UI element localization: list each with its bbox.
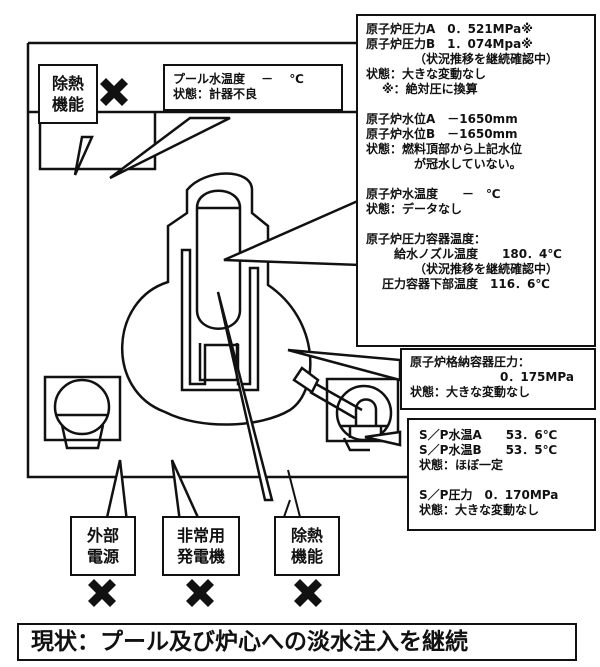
label-line1: 除熱: [51, 74, 84, 93]
label-line2: 発電機: [176, 547, 225, 566]
suppression-pool-left-housing: [43, 375, 122, 442]
label-line1: 非常用: [176, 526, 225, 545]
containment-pressure-box: 原子炉格納容器圧力： 0．175MPa 状態：大きな変動なし: [400, 348, 596, 410]
containment-pressure-label: 原子炉格納容器圧力：: [410, 355, 531, 369]
current-status-text: 現状：プール及び炉心への淡水注入を継続: [31, 629, 468, 655]
sp-pressure: S／P圧力 0．170MPa: [419, 488, 559, 502]
rpv-temp-heading: 原子炉圧力容器温度：: [366, 232, 487, 246]
failure-x-icon: [294, 579, 322, 607]
label-line2: 電源: [86, 547, 119, 566]
water-level-a: 原子炉水位A －1650mm: [366, 112, 518, 126]
pressure-monitoring-note: （状況推移を継続確認中）: [414, 52, 559, 66]
emergency-generator-label: 非常用 発電機: [162, 516, 240, 576]
vent-pipe: [292, 366, 320, 394]
label-line1: 除熱: [290, 526, 323, 545]
failure-x-icon: [88, 579, 116, 607]
building-outline: [26, 41, 407, 479]
reactor-water-temp-status: 状態：データなし: [366, 202, 463, 216]
rpv-bottom-temp: 圧力容器下部温度 116．6℃: [382, 277, 550, 291]
suppression-pool-box: S／P水温A 53．6℃ S／P水温B 53．5℃ 状態：ほぼ一定 S／P圧力 …: [407, 418, 596, 531]
water-level-b: 原子炉水位B －1650mm: [366, 127, 518, 141]
pedestal: [180, 248, 260, 392]
rpv-temp-monitoring-note: （状況推移を継続確認中）: [414, 262, 559, 276]
pool-temperature-box: プール水温度 － ℃ 状態：計器不良: [163, 64, 343, 111]
sp-pressure-status: 状態：大きな変動なし: [419, 503, 540, 517]
spent-fuel-pool: [38, 112, 157, 171]
sp-water-temp-a: S／P水温A 53．6℃: [419, 428, 558, 442]
label-line2: 機能: [51, 95, 84, 114]
reactor-status-box: 原子炉圧力A 0．521MPa※ 原子炉圧力B 1．074Mpa※ （状況推移を…: [356, 14, 596, 347]
feedwater-nozzle-temp: 給水ノズル温度 180．4℃: [394, 247, 562, 261]
reactor-pressure-a: 原子炉圧力A 0．521MPa※: [366, 22, 533, 36]
water-level-status-cont: が冠水していない。: [414, 157, 522, 171]
pressure-status: 状態：大きな変動なし: [366, 67, 487, 81]
water-level-status: 状態：燃料頂部から上記水位: [366, 142, 523, 156]
sp-temp-status: 状態：ほぼ一定: [419, 458, 504, 472]
failure-x-icon: [186, 579, 214, 607]
drywell-outline: [120, 172, 312, 426]
absolute-pressure-note: ※：絶対圧に換算: [382, 82, 478, 96]
pool-water-temp: プール水温度 － ℃: [173, 72, 304, 86]
containment-status: 状態：大きな変動なし: [410, 385, 531, 399]
sp-water-temp-b: S／P水温B 53．5℃: [419, 443, 558, 457]
pool-heat-removal-label: 除熱 機能: [38, 64, 98, 124]
offsite-power-label: 外部 電源: [70, 516, 136, 576]
pressure-vessel: [195, 189, 242, 330]
label-line1: 外部: [86, 526, 119, 545]
containment-pressure-value: 0．175MPa: [500, 370, 574, 384]
label-line2: 機能: [290, 547, 323, 566]
heat-removal-label: 除熱 機能: [274, 516, 340, 576]
pool-status: 状態：計器不良: [173, 87, 258, 101]
failure-x-icon: [100, 78, 128, 106]
current-status-bar: 現状：プール及び炉心への淡水注入を継続: [17, 623, 577, 661]
reactor-water-temp: 原子炉水温度 － ℃: [366, 187, 501, 201]
reactor-pressure-b: 原子炉圧力B 1．074Mpa※: [366, 37, 533, 51]
